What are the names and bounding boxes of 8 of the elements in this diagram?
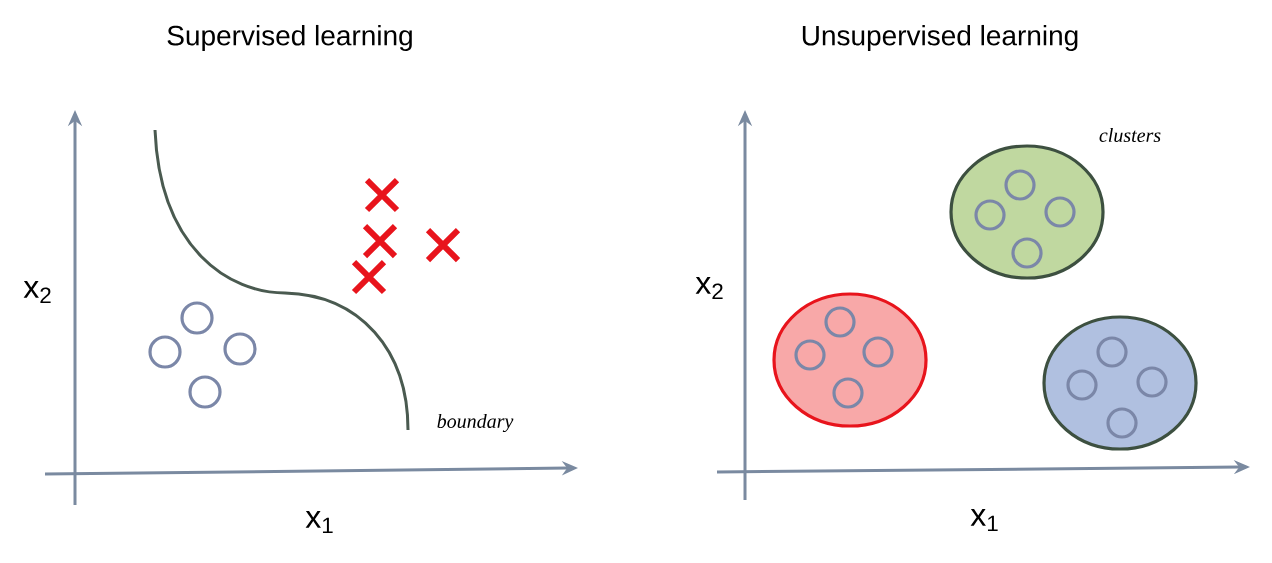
axis-label: x$_{1}$ xyxy=(305,510,333,534)
annotation-text: clusters xyxy=(1099,127,1161,143)
panel-title: Unsupervised learning xyxy=(802,24,1078,52)
axis-label: x$_{2}$ xyxy=(23,280,51,304)
axis-label: x$_{2}$ xyxy=(695,276,723,300)
panel-title: Supervised learning xyxy=(167,24,412,52)
annotation-text: boundary xyxy=(437,413,514,433)
axis-label: x$_{1}$ xyxy=(970,508,998,532)
